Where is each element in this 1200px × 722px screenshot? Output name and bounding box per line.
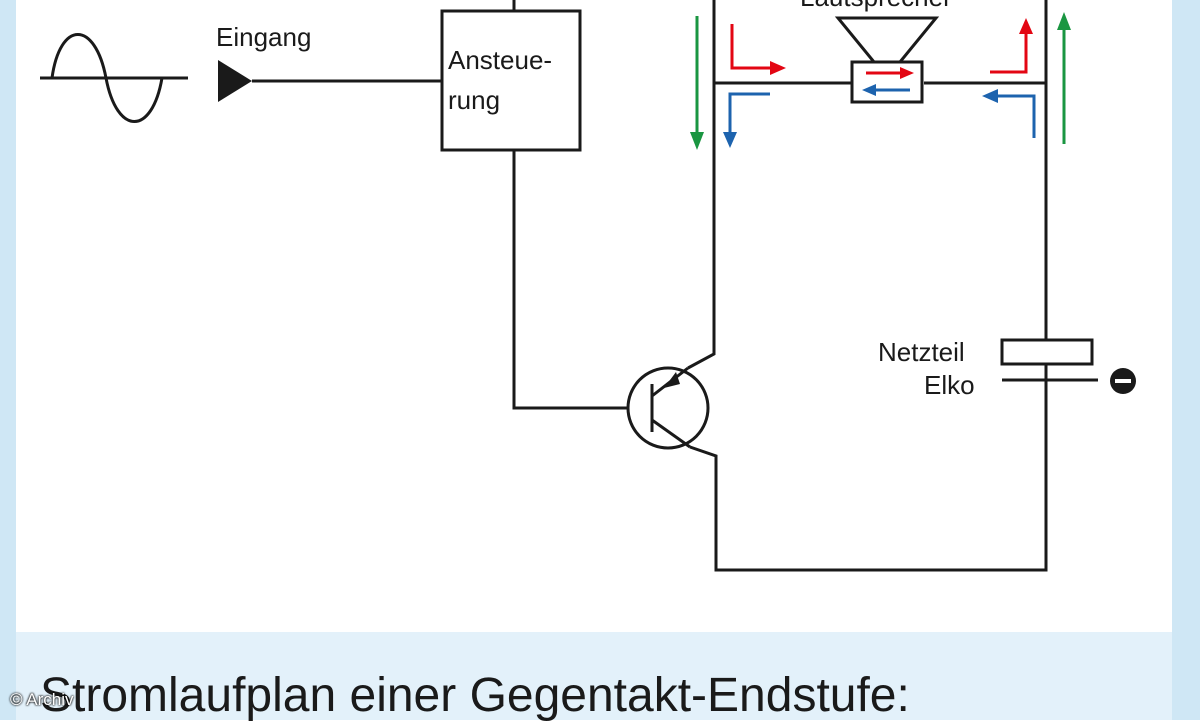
driver-label-line1: Ansteue- <box>448 45 553 75</box>
sine-wave-icon <box>40 33 188 123</box>
driver-box <box>440 9 582 152</box>
diagram-panel <box>16 0 1172 632</box>
speaker-icon <box>834 16 940 104</box>
image-credit: © Archiv <box>10 690 74 709</box>
transistor-icon <box>626 366 710 450</box>
frame-right <box>1172 0 1200 720</box>
diagram-caption: Stromlaufplan einer Gegentakt-Endstufe: <box>40 669 910 722</box>
psu-label-line1: Netzteil <box>878 337 965 367</box>
speaker-label: Lautsprecher <box>800 0 952 10</box>
frame-left <box>0 0 16 720</box>
psu-label-line2: Elko <box>924 370 975 400</box>
minus-terminal-icon <box>1110 368 1136 394</box>
capacitor-icon <box>1000 338 1098 382</box>
caption-band <box>16 632 1172 720</box>
speaker-current-arrows <box>862 67 914 96</box>
input-arrow-icon <box>218 60 252 102</box>
circuit-wires <box>252 0 1048 572</box>
current-arrows-right <box>982 12 1071 144</box>
input-label: Eingang <box>216 22 312 52</box>
current-arrows-left <box>690 16 786 150</box>
driver-label-line2: rung <box>448 85 501 115</box>
